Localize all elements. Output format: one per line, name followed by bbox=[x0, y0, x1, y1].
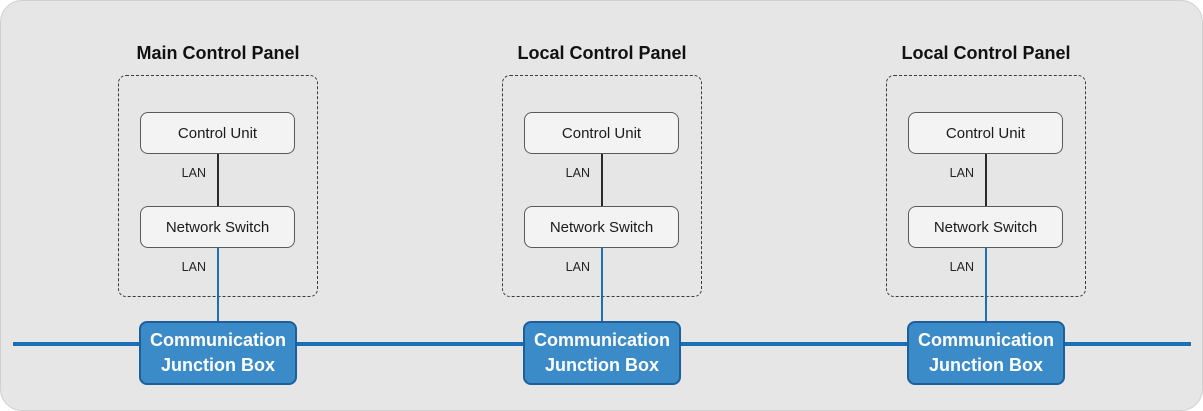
network-switch-label: Network Switch bbox=[933, 218, 1038, 236]
lan-label-upper: LAN bbox=[181, 166, 206, 180]
control-unit-label: Control Unit bbox=[945, 124, 1026, 142]
junction-box-label-line1: Communication bbox=[533, 330, 670, 350]
panel-title: Main Control Panel bbox=[136, 43, 300, 63]
panel-group-local-1: Local Control Panel Control Unit LAN Net… bbox=[502, 1, 702, 410]
junction-box-label-line2: Junction Box bbox=[160, 355, 275, 375]
communication-junction-box: Communication Junction Box bbox=[523, 321, 681, 385]
control-unit-node: Control Unit bbox=[140, 112, 295, 154]
network-switch-label: Network Switch bbox=[549, 218, 654, 236]
panel-title: Local Control Panel bbox=[901, 43, 1071, 63]
junction-box-label-line1: Communication bbox=[917, 330, 1054, 350]
lan-label-lower: LAN bbox=[181, 260, 206, 274]
junction-box-label-line2: Junction Box bbox=[544, 355, 659, 375]
lan-label-upper: LAN bbox=[565, 166, 590, 180]
network-switch-label: Network Switch bbox=[165, 218, 270, 236]
control-unit-node: Control Unit bbox=[524, 112, 679, 154]
lan-link-unit-to-switch bbox=[217, 154, 219, 206]
control-unit-node: Control Unit bbox=[908, 112, 1063, 154]
lan-label-lower: LAN bbox=[565, 260, 590, 274]
junction-box-label-line2: Junction Box bbox=[928, 355, 1043, 375]
lan-link-switch-to-junction bbox=[601, 248, 603, 322]
panel-title: Local Control Panel bbox=[517, 43, 687, 63]
network-switch-node: Network Switch bbox=[524, 206, 679, 248]
panel-group-local-2: Local Control Panel Control Unit LAN Net… bbox=[886, 1, 1086, 410]
control-unit-label: Control Unit bbox=[177, 124, 258, 142]
lan-link-unit-to-switch bbox=[601, 154, 603, 206]
network-switch-node: Network Switch bbox=[908, 206, 1063, 248]
communication-junction-box: Communication Junction Box bbox=[139, 321, 297, 385]
control-unit-label: Control Unit bbox=[561, 124, 642, 142]
junction-box-label-line1: Communication bbox=[149, 330, 286, 350]
network-switch-node: Network Switch bbox=[140, 206, 295, 248]
lan-link-switch-to-junction bbox=[217, 248, 219, 322]
lan-link-switch-to-junction bbox=[985, 248, 987, 322]
lan-label-upper: LAN bbox=[949, 166, 974, 180]
panel-group-main: Main Control Panel Control Unit LAN Netw… bbox=[118, 1, 318, 410]
lan-link-unit-to-switch bbox=[985, 154, 987, 206]
communication-junction-box: Communication Junction Box bbox=[907, 321, 1065, 385]
lan-label-lower: LAN bbox=[949, 260, 974, 274]
